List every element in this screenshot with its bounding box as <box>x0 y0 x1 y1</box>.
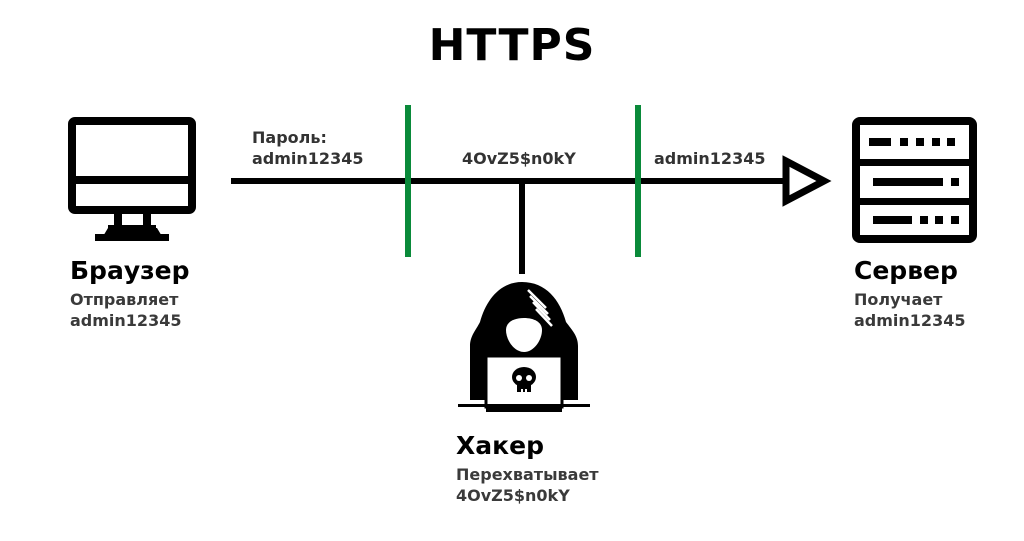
hacker-node: Хакер Перехватывает 4OvZ5$n0kY <box>456 431 599 506</box>
transmission-line <box>231 178 787 184</box>
encryption-bar-left <box>405 105 411 257</box>
password-value: admin12345 <box>252 149 364 168</box>
server-value: admin12345 <box>854 311 966 330</box>
browser-action: Отправляет <box>70 290 179 309</box>
monitor-icon <box>68 117 196 241</box>
encrypted-segment-label: 4OvZ5$n0kY <box>462 149 576 168</box>
left-segment-label: Пароль: admin12345 <box>252 127 363 169</box>
hacker-icon <box>458 282 590 412</box>
intercept-line <box>519 181 525 274</box>
server-node: Сервер Получает admin12345 <box>854 256 965 331</box>
hacker-value: 4OvZ5$n0kY <box>456 486 570 505</box>
password-label: Пароль: <box>252 128 327 147</box>
server-icon <box>852 117 977 243</box>
arrow-head-icon <box>782 155 832 207</box>
server-action: Получает <box>854 290 943 309</box>
hacker-title: Хакер <box>456 431 544 460</box>
browser-title: Браузер <box>70 256 190 285</box>
browser-value: admin12345 <box>70 311 182 330</box>
encryption-bar-right <box>635 105 641 257</box>
diagram-title: HTTPS <box>428 20 596 71</box>
server-title: Сервер <box>854 256 958 285</box>
hacker-action: Перехватывает <box>456 465 599 484</box>
right-segment-label: admin12345 <box>654 149 766 168</box>
browser-node: Браузер Отправляет admin12345 <box>70 256 190 331</box>
